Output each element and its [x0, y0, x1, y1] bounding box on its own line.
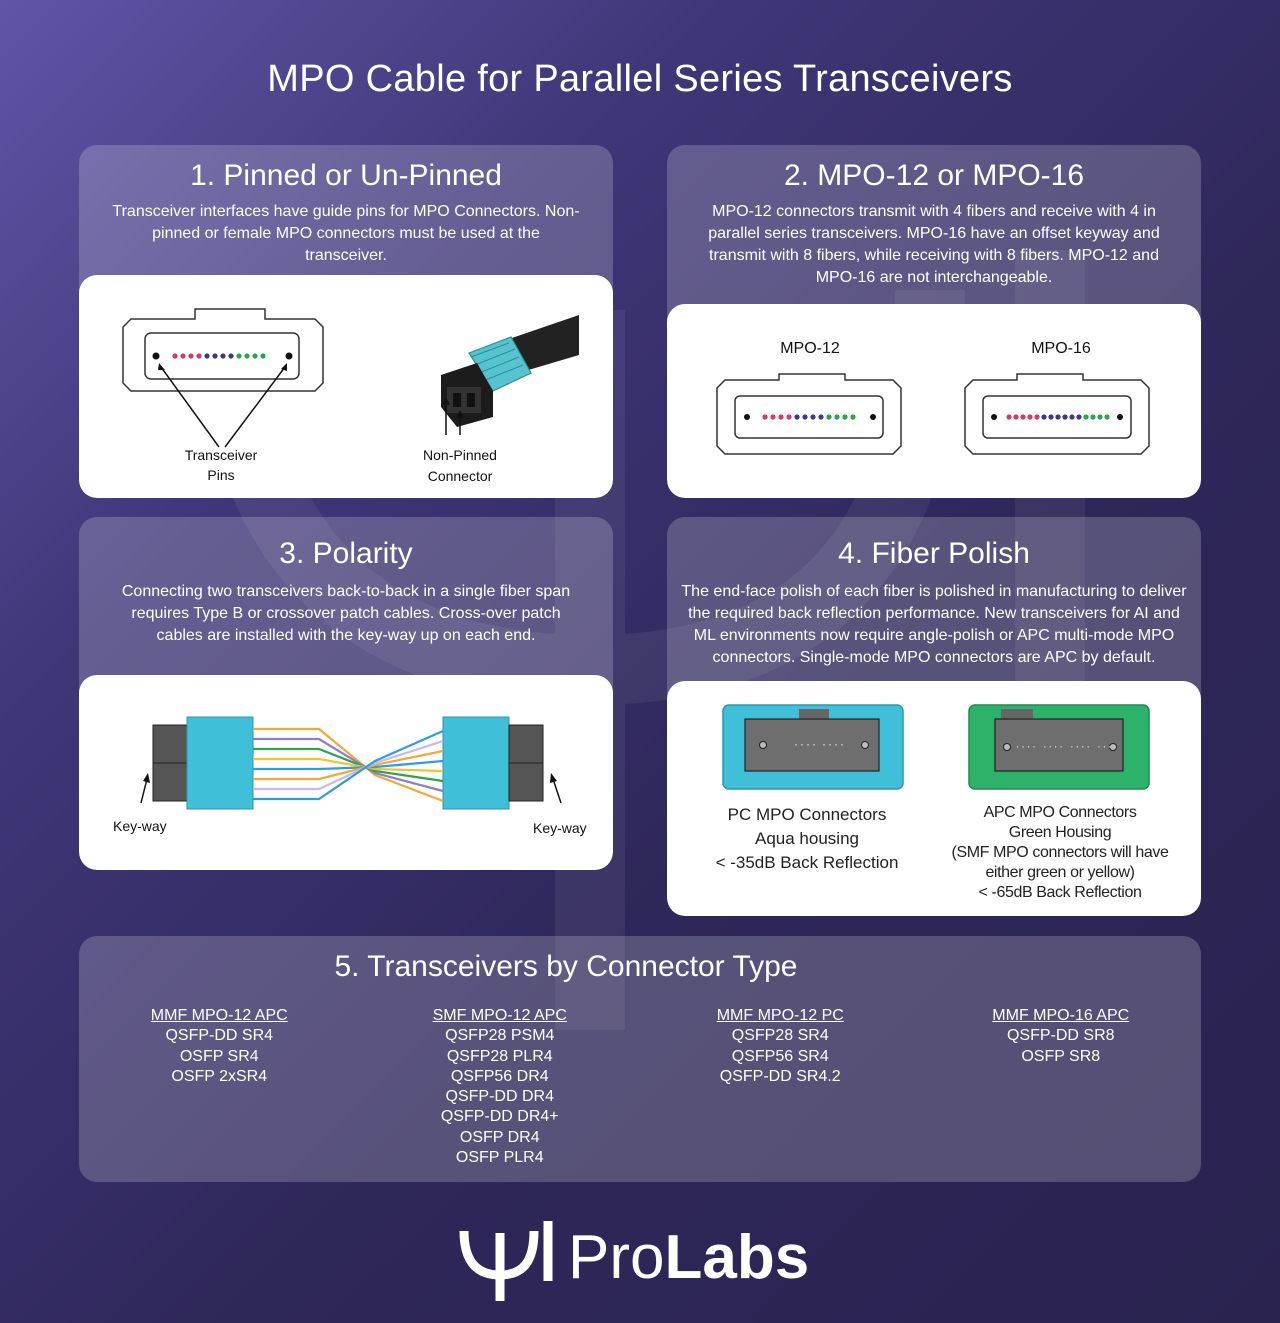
label-nonpinned: Non-Pinned	[423, 447, 497, 463]
column-mmf-mpo12-apc: MMF MPO-12 APC QSFP-DD SR4 OSFP SR4 OSFP…	[79, 1006, 360, 1168]
prolabs-wordmark: ProLabs	[568, 1221, 809, 1295]
guide-pin	[152, 352, 160, 360]
list-item: QSFP-DD SR4	[165, 1027, 274, 1045]
apc-line: APC MPO Connectors	[983, 804, 1137, 821]
apc-caption: APC MPO Connectors Green Housing (SMF MP…	[929, 803, 1191, 903]
column-heading: SMF MPO-12 APC	[432, 1007, 567, 1024]
pc-line: < -35dB Back Reflection	[715, 853, 899, 872]
column-mmf-mpo12-pc: MMF MPO-12 PC QSFP28 SR4 QSFP56 SR4 QSFP…	[640, 1006, 921, 1168]
panel-title: 2. MPO-12 or MPO-16	[783, 159, 1085, 192]
svg-text:···· ···· ···· ····: ···· ···· ···· ····	[1015, 743, 1118, 753]
panel-text: The end-face polish of each fiber is pol…	[681, 583, 1187, 666]
prolabs-logo: ProLabs	[458, 1215, 838, 1305]
column-mmf-mpo16-apc: MMF MPO-16 APC QSFP-DD SR8 OSFP SR8	[921, 1006, 1202, 1168]
fiber-dots	[172, 353, 266, 359]
guide-pin	[285, 352, 293, 360]
crossover-fibers	[253, 727, 444, 803]
column-heading: MMF MPO-12 APC	[150, 1007, 288, 1024]
panel-title: 3. Polarity	[279, 537, 413, 570]
list-item: QSFP28 PSM4	[445, 1027, 555, 1045]
svg-text:····: ····	[821, 740, 845, 751]
pc-caption: PC MPO Connectors Aqua housing < -35dB B…	[687, 803, 927, 875]
list-item: QSFP-DD SR8	[1006, 1027, 1115, 1045]
right-connector	[442, 716, 544, 810]
list-item: OSFP PLR4	[455, 1149, 544, 1167]
list-item: QSFP-DD DR4+	[440, 1108, 559, 1126]
transceiver-columns: MMF MPO-12 APC QSFP-DD SR4 OSFP SR4 OSFP…	[79, 1006, 1201, 1168]
apc-line: (SMF MPO connectors will have	[951, 844, 1169, 861]
panel-polarity: 3. Polarity Connecting two transceivers …	[79, 517, 613, 870]
label-mpo16: MPO-16	[1031, 340, 1091, 357]
panel-title: 4. Fiber Polish	[838, 537, 1030, 570]
diagram-fiber-polish: ···· ···· ···· ···· ···· ···· PC MPO Con…	[667, 681, 1201, 916]
prolabs-logo-icon	[459, 1221, 553, 1301]
apc-connector-green: ···· ···· ···· ····	[968, 704, 1150, 790]
list-item: QSFP56 DR4	[450, 1067, 549, 1085]
label-pins: Pins	[207, 467, 234, 483]
label-connector: Connector	[428, 468, 493, 484]
label-keyway-right: Key-way	[533, 820, 587, 836]
list-item: QSFP28 PLR4	[446, 1047, 553, 1065]
diagram-mpo-types: MPO-12 MPO-16	[667, 304, 1201, 498]
list-item: OSFP SR4	[179, 1047, 259, 1065]
left-connector	[152, 716, 254, 810]
label-keyway-left: Key-way	[113, 818, 167, 834]
panel-title: 1. Pinned or Un-Pinned	[190, 159, 502, 192]
svg-text:····: ····	[793, 740, 817, 751]
mpo12-connector	[716, 373, 902, 455]
list-item: OSFP 2xSR4	[171, 1067, 268, 1085]
panel-mpo-types: 2. MPO-12 or MPO-16 MPO-12 connectors tr…	[667, 145, 1201, 498]
brand-name-light: Pro	[568, 1223, 665, 1292]
apc-line: Green Housing	[1008, 824, 1112, 841]
panel-pinned: 1. Pinned or Un-Pinned Transceiver inter…	[79, 145, 613, 498]
label-mpo12: MPO-12	[780, 340, 840, 357]
list-item: OSFP DR4	[459, 1128, 540, 1146]
nonpinned-connector-image	[441, 315, 579, 427]
panel-text: Transceiver interfaces have guide pins f…	[112, 203, 580, 264]
panel-title: 5. Transceivers by Connector Type	[334, 950, 798, 983]
list-item: QSFP28 SR4	[731, 1027, 829, 1045]
diagram-polarity: Key-way Key-way	[79, 675, 613, 870]
pc-line: Aqua housing	[755, 829, 859, 848]
panel-text: MPO-12 connectors transmit with 4 fibers…	[708, 203, 1160, 286]
mpo16-connector	[964, 373, 1150, 455]
apc-line: < -65dB Back Reflection	[978, 884, 1142, 901]
pc-line: PC MPO Connectors	[727, 805, 887, 824]
label-transceiver: Transceiver	[185, 447, 258, 463]
pc-connector-aqua: ···· ····	[722, 704, 904, 790]
panel-text: Connecting two transceivers back-to-back…	[121, 583, 571, 644]
column-heading: MMF MPO-16 APC	[992, 1007, 1130, 1024]
column-smf-mpo12-apc: SMF MPO-12 APC QSFP28 PSM4 QSFP28 PLR4 Q…	[360, 1006, 641, 1168]
apc-line: either green or yellow)	[985, 864, 1135, 881]
panel-transceivers: 5. Transceivers by Connector Type MMF MP…	[79, 936, 1201, 1182]
brand-name-bold: Labs	[664, 1223, 810, 1292]
list-item: QSFP-DD SR4.2	[719, 1067, 841, 1085]
list-item: OSFP SR8	[1021, 1047, 1101, 1065]
list-item: QSFP-DD DR4	[445, 1088, 554, 1106]
page-title: MPO Cable for Parallel Series Transceive…	[267, 58, 1013, 100]
diagram-pinned: Transceiver Pins Non-Pinned Connector	[79, 275, 613, 498]
column-heading: MMF MPO-12 PC	[716, 1007, 844, 1024]
panel-fiber-polish: 4. Fiber Polish The end-face polish of e…	[667, 517, 1201, 916]
list-item: QSFP56 SR4	[731, 1047, 829, 1065]
